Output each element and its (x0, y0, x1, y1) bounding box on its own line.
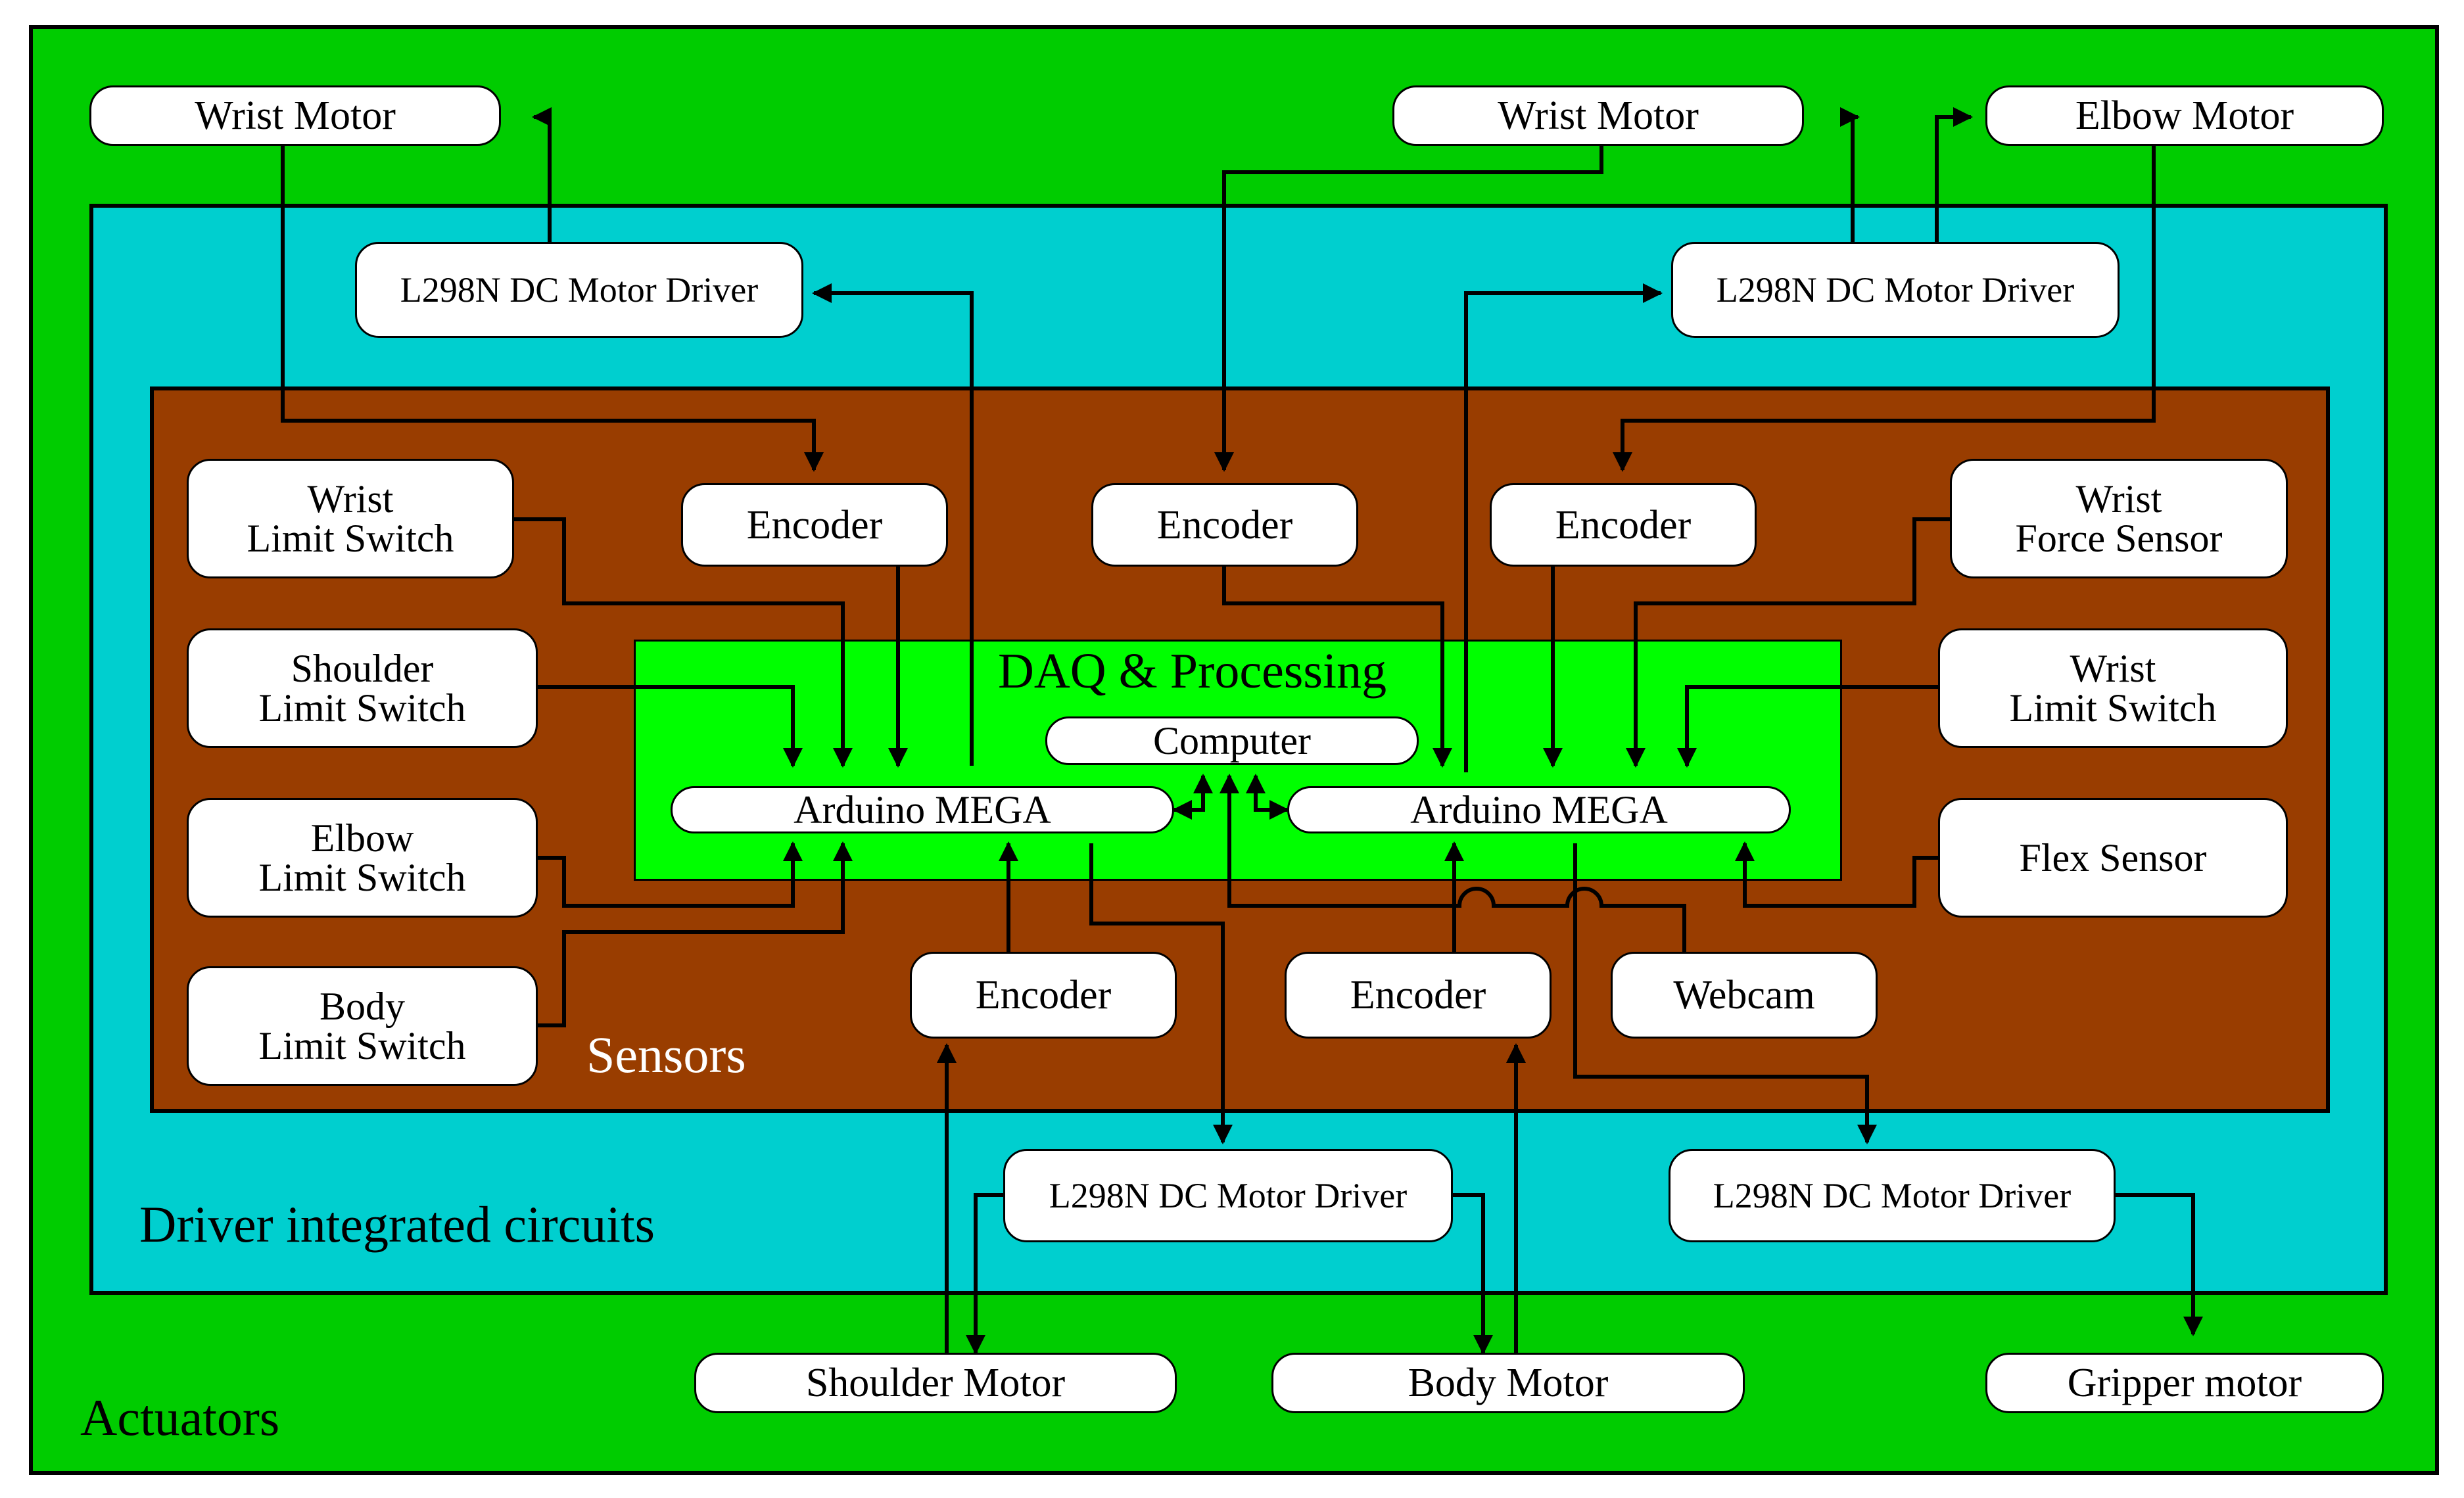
body-limit-switch-box: Body Limit Switch (187, 966, 538, 1086)
wrist-limit-switch-left-box: Wrist Limit Switch (187, 459, 514, 578)
encoder-top-1-box: Encoder (681, 483, 948, 567)
wire-arduino-to-driver-bottom (1089, 843, 1233, 1144)
body-limit-line2: Limit Switch (258, 1024, 466, 1067)
body-motor-box: Body Motor (1271, 1353, 1745, 1413)
wire-arduino-left-to-computer (1172, 774, 1213, 820)
flex-sensor-box: Flex Sensor (1938, 798, 2288, 918)
wire-driver-to-shoulder (966, 1193, 1008, 1355)
wire-driver-to-wristmotor-left (532, 107, 552, 242)
wrist-force-line1: Wrist (2075, 477, 2162, 521)
wire-encoder2-to-arduino (1222, 567, 1452, 768)
shoulder-limit-line2: Limit Switch (258, 686, 466, 730)
wire-elbowmotor-to-encoder3 (1613, 146, 2156, 472)
gripper-motor-box: Gripper motor (1985, 1353, 2384, 1413)
wire-arduino-to-driver-left (812, 283, 974, 766)
wire-driver-to-body (1450, 1193, 1493, 1355)
wire-wristforce-to-arduino (1626, 517, 1950, 768)
wrist-limit-left-line2: Limit Switch (247, 517, 454, 560)
encoder-top-2-box: Encoder (1091, 483, 1358, 567)
wire-driver-to-gripper (2114, 1193, 2203, 1336)
daq-layer-label: DAQ & Processing (998, 644, 1387, 699)
shoulder-motor-box: Shoulder Motor (694, 1353, 1177, 1413)
wire-wristmotor-to-encoder1 (281, 146, 824, 472)
wire-webcam-to-computer (1220, 774, 1686, 952)
webcam-box: Webcam (1611, 952, 1878, 1039)
wire-arduino-to-driver-bottom-right (1573, 843, 1877, 1144)
wrist-limit-left-line1: Wrist (307, 477, 394, 521)
actuators-layer-label: Actuators (80, 1389, 280, 1446)
shoulder-limit-line1: Shoulder (291, 647, 434, 690)
driver-bottom-right-box: L298N DC Motor Driver (1669, 1149, 2116, 1242)
wire-wristlimit-to-arduino (514, 517, 853, 768)
wire-arduino-to-driver-right (1464, 283, 1663, 772)
drivers-layer-label: Driver integrated circuits (139, 1196, 655, 1253)
arduino-mega-left-box: Arduino MEGA (671, 786, 1174, 833)
elbow-limit-switch-box: Elbow Limit Switch (187, 798, 538, 918)
wire-computer-to-arduino-right (1246, 774, 1289, 820)
driver-top-left-box: L298N DC Motor Driver (355, 242, 803, 338)
wrist-limit-switch-right-box: Wrist Limit Switch (1938, 628, 2288, 748)
wrist-limit-right-line2: Limit Switch (2009, 686, 2217, 730)
wrist-motor-left-box: Wrist Motor (89, 85, 501, 146)
wire-bodylimit-to-arduino (538, 841, 853, 1027)
arduino-mega-right-box: Arduino MEGA (1287, 786, 1791, 833)
wrist-force-sensor-box: Wrist Force Sensor (1950, 459, 2288, 578)
wire-elbowlimit-to-arduino (538, 841, 803, 908)
driver-bottom-mid-box: L298N DC Motor Driver (1003, 1149, 1453, 1242)
elbow-motor-box: Elbow Motor (1985, 85, 2384, 146)
driver-top-right-box: L298N DC Motor Driver (1671, 242, 2120, 338)
wrist-limit-right-line1: Wrist (2070, 647, 2156, 690)
wire-wristlimit-right-to-arduino (1677, 685, 1938, 768)
encoder-top-3-box: Encoder (1490, 483, 1757, 567)
wrist-force-line2: Force Sensor (2015, 517, 2223, 560)
encoder-bottom-1-box: Encoder (910, 952, 1177, 1039)
wire-flex-to-arduino (1735, 841, 1938, 908)
wire-driver-to-wristmotor-right (1840, 107, 1860, 242)
wrist-motor-right-box: Wrist Motor (1392, 85, 1804, 146)
shoulder-limit-switch-box: Shoulder Limit Switch (187, 628, 538, 748)
encoder-bottom-2-box: Encoder (1285, 952, 1552, 1039)
wire-wristmotor-right-to-encoder2 (1214, 146, 1603, 472)
elbow-limit-line2: Limit Switch (258, 856, 466, 899)
elbow-limit-line1: Elbow (310, 816, 414, 860)
sensors-layer-label: Sensors (586, 1026, 746, 1083)
body-limit-line1: Body (319, 985, 406, 1028)
wire-driver-to-elbowmotor (1935, 107, 1973, 242)
computer-box: Computer (1045, 716, 1419, 765)
wire-shoulderlimit-to-arduino (538, 685, 803, 768)
